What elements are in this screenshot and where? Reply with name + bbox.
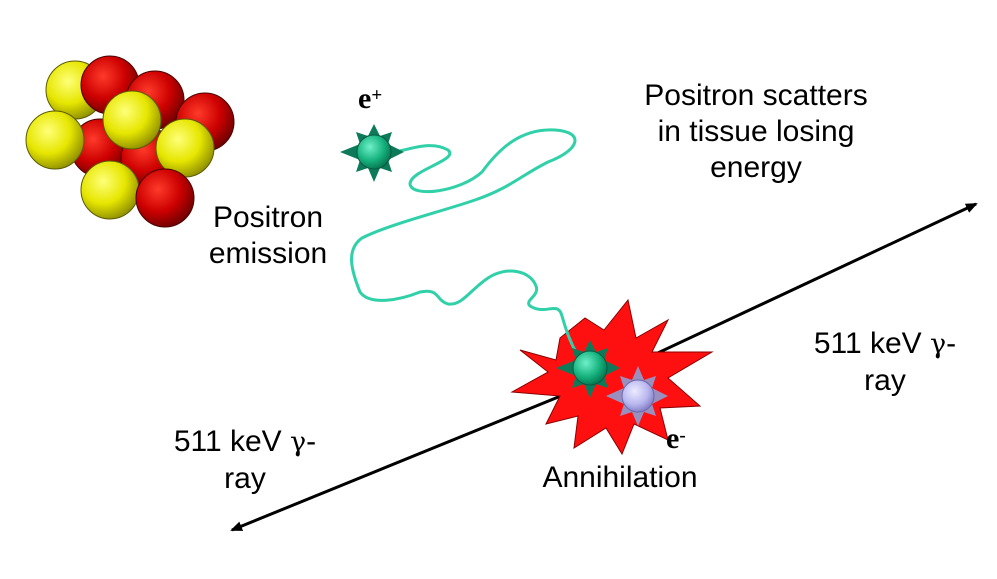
neutron-ball [80, 160, 140, 220]
positron-annihilating [556, 340, 620, 398]
positron-particle [340, 124, 404, 182]
neutron-ball [102, 90, 162, 150]
electron-symbol: e- [666, 422, 686, 455]
scatter-label: Positron scatters in tissue losing energ… [606, 78, 906, 186]
annihilation-label: Annihilation [542, 461, 698, 494]
neutron-ball [155, 118, 215, 178]
gamma-left-line1: 511 keV γ- [173, 425, 317, 458]
positron-symbol: e+ [358, 82, 383, 115]
gamma-right-line1: 511 keV γ- [813, 327, 957, 360]
gamma-right-line2: ray [864, 364, 906, 397]
electron-particle [606, 366, 668, 426]
electron-sign: - [679, 425, 686, 446]
gamma-ray-right-label: 511 keV γ- ray [790, 326, 980, 399]
nucleus [25, 55, 235, 228]
emission-label: Positron emission [198, 200, 338, 272]
scatter-line1: Positron scatters [644, 79, 868, 112]
scatter-line2: in tissue losing [657, 115, 855, 148]
gamma-ray-line-left [230, 378, 601, 532]
gamma-left-line2: ray [224, 462, 266, 495]
proton-ball [135, 168, 195, 228]
positron-track [350, 128, 580, 358]
annihilation-burst [510, 298, 714, 456]
neutron-ball [25, 110, 85, 170]
emission-line1: Positron [212, 201, 324, 234]
emission-line2: emission [208, 237, 328, 270]
gamma-ray-line-right [599, 202, 978, 382]
positron-sign: + [371, 85, 383, 106]
gamma-ray-left-label: 511 keV γ- ray [150, 424, 340, 497]
scatter-line3: energy [710, 151, 802, 184]
